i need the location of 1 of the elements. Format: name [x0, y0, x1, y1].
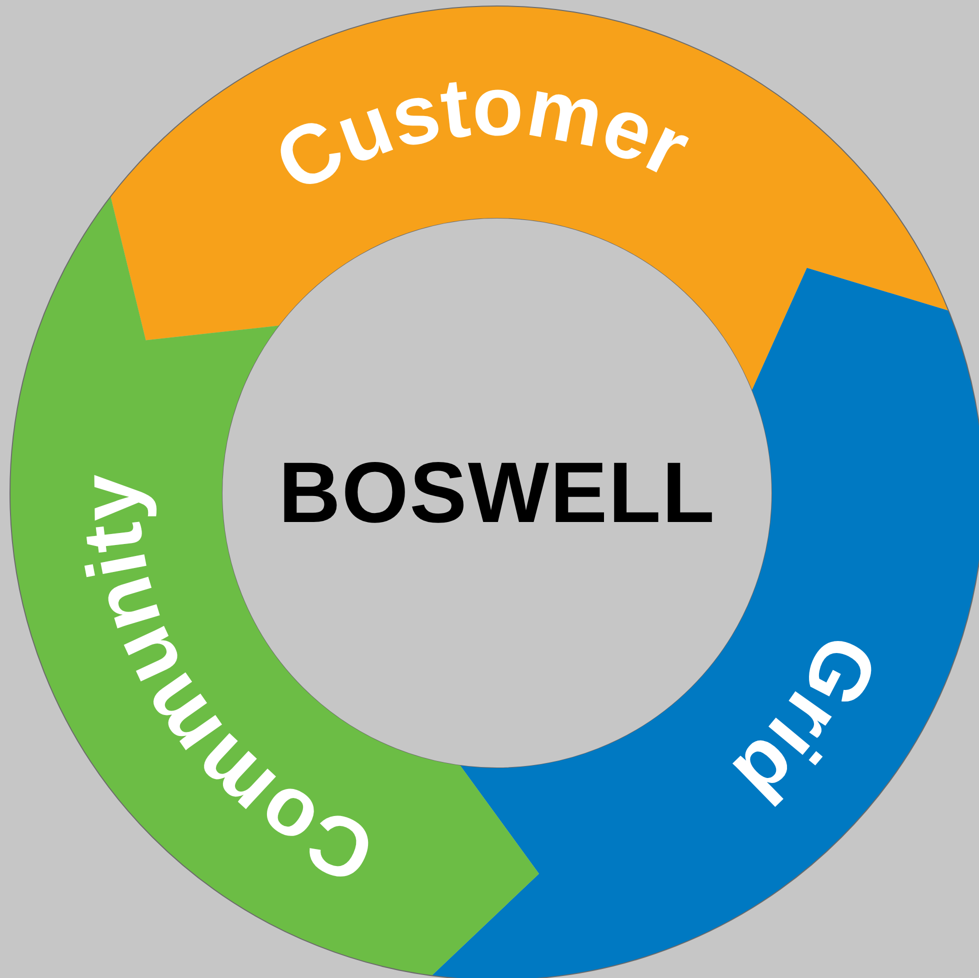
segment-label: Customer — [260, 58, 704, 210]
